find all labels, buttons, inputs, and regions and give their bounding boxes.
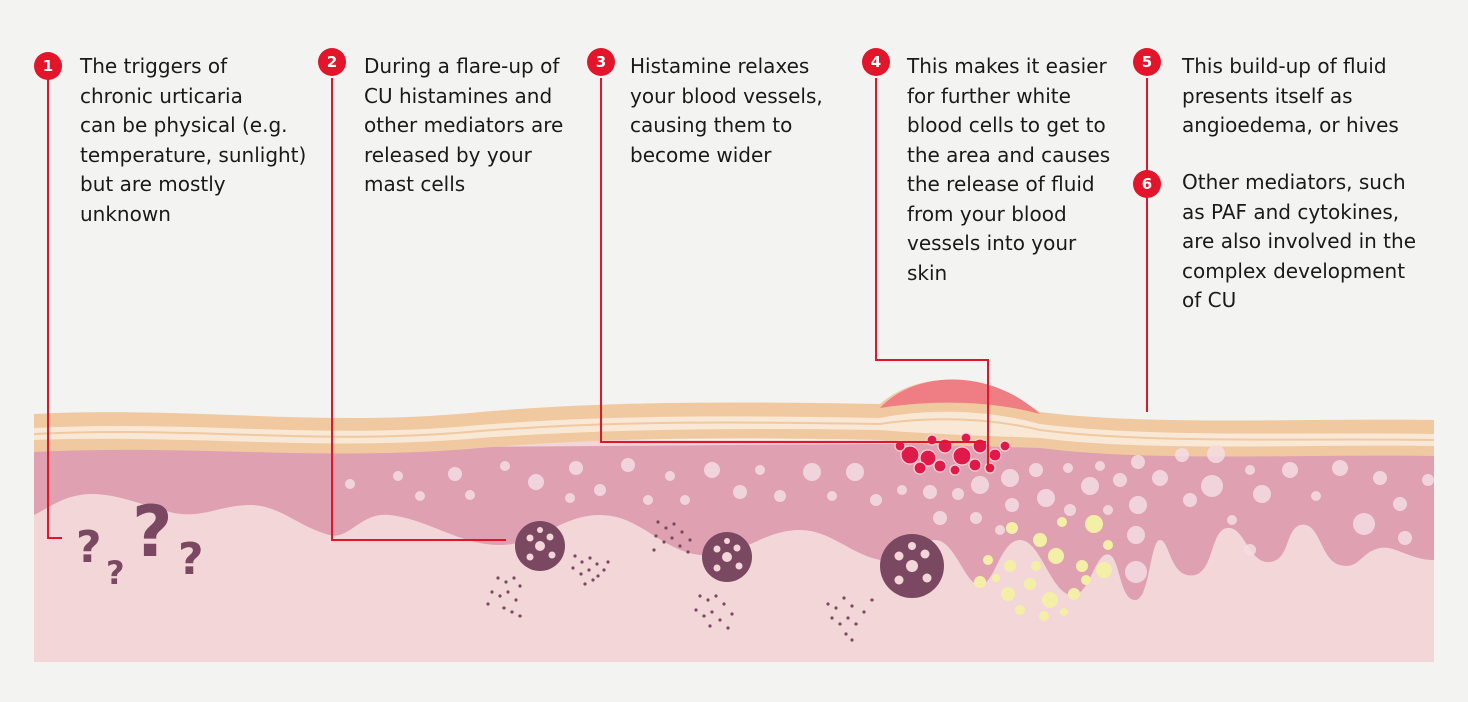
step-text: Histamine relaxes your blood vessels, ca… xyxy=(630,52,823,170)
question-marks: ? ? ? ? xyxy=(76,491,204,592)
mediator-granules xyxy=(486,520,874,642)
text-line: The triggers of xyxy=(80,54,228,78)
text-line: complex development xyxy=(1182,258,1406,283)
question-mark-icon: ? xyxy=(178,534,204,585)
text-line: your blood vessels, xyxy=(630,83,823,108)
text-line: other mediators are xyxy=(364,113,564,137)
granules-c xyxy=(652,520,692,554)
text-line: angioedema, or hives xyxy=(1182,113,1399,137)
fluid-droplets xyxy=(974,515,1113,621)
text-line: vessels into your xyxy=(907,231,1077,255)
step-text: Other mediators, such as PAF and cytokin… xyxy=(1182,168,1416,316)
granules-e xyxy=(826,596,874,642)
granules-b xyxy=(486,576,522,618)
text-line: Other mediators, such xyxy=(1182,170,1406,194)
text-line: from your blood xyxy=(907,201,1067,226)
text-line: This build-up of fluid xyxy=(1182,54,1387,78)
connector-3 xyxy=(600,78,986,443)
step-number-badge: 2 xyxy=(318,48,346,76)
text-line: unknown xyxy=(80,201,171,226)
mast-cell-3 xyxy=(880,534,944,598)
question-mark-icon: ? xyxy=(106,554,125,592)
text-line: chronic urticaria xyxy=(80,83,243,108)
hive-bump xyxy=(880,379,1040,414)
epidermis-line xyxy=(33,418,1435,441)
epidermis-inner xyxy=(34,411,1434,447)
text-line: temperature, sunlight) xyxy=(80,142,307,167)
text-line: as PAF and cytokines, xyxy=(1182,199,1400,224)
text-line: skin xyxy=(907,260,948,285)
text-line: Histamine relaxes xyxy=(630,54,810,78)
step-text: This build-up of fluid presents itself a… xyxy=(1182,52,1399,141)
granules-a xyxy=(571,554,610,586)
text-line: During a flare-up of xyxy=(364,54,560,78)
text-line: presents itself as xyxy=(1182,83,1353,108)
text-line: released by your xyxy=(364,142,532,167)
mast-cell-1 xyxy=(515,521,565,571)
step-number-badge: 4 xyxy=(862,48,890,76)
text-line: mast cells xyxy=(364,172,466,196)
text-line: of CU xyxy=(1182,288,1237,312)
text-line: causing them to xyxy=(630,113,793,137)
question-mark-icon: ? xyxy=(76,522,102,573)
step-text: This makes it easier for further white b… xyxy=(907,52,1110,288)
text-line: are also involved in the xyxy=(1182,229,1416,253)
step-number-badge: 1 xyxy=(34,52,62,80)
text-line: This makes it easier xyxy=(907,54,1107,78)
text-line: the release of fluid xyxy=(907,172,1095,196)
text-line: CU histamines and xyxy=(364,83,553,108)
step-number-badge: 6 xyxy=(1133,170,1161,198)
white-blood-cells xyxy=(345,445,1434,583)
step-text: During a flare-up of CU histamines and o… xyxy=(364,52,563,200)
granules-d xyxy=(694,594,734,630)
question-mark-icon: ? xyxy=(132,491,173,573)
connector-4 xyxy=(875,78,989,470)
text-line: become wider xyxy=(630,142,772,167)
step-number-badge: 5 xyxy=(1133,48,1161,76)
connector-1 xyxy=(47,78,62,539)
text-line: blood cells to get to xyxy=(907,113,1106,137)
connector-2 xyxy=(331,78,506,541)
text-line: but are mostly xyxy=(80,172,226,196)
step-text: The triggers of chronic urticaria can be… xyxy=(80,52,306,229)
mast-cell-2 xyxy=(702,532,752,582)
text-line: for further white xyxy=(907,83,1071,108)
connector-lines xyxy=(47,78,1148,541)
text-line: can be physical (e.g. xyxy=(80,113,288,137)
text-line: the area and causes xyxy=(907,142,1111,167)
step-number-badge: 3 xyxy=(587,48,615,76)
